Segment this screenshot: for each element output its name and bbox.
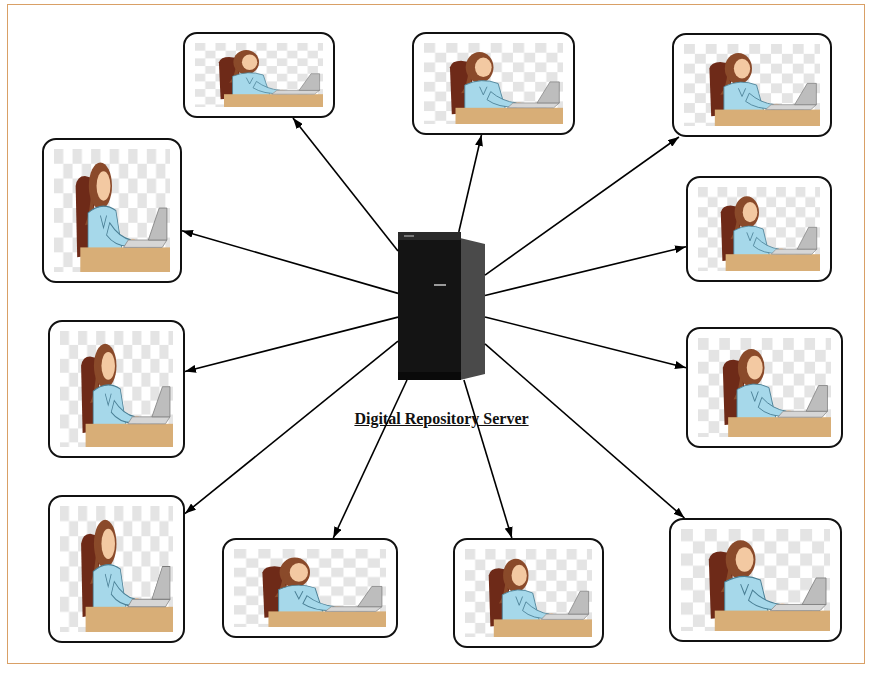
- user-box: [453, 538, 604, 648]
- user-box: [48, 320, 185, 458]
- user-illustration: [234, 549, 386, 627]
- connector-arrow: [182, 231, 398, 294]
- user-illustration: [465, 549, 592, 637]
- user-illustration: [60, 331, 173, 447]
- server-node: Digital Repository Server: [398, 232, 485, 380]
- user-illustration: [681, 529, 830, 631]
- user-illustration: [195, 43, 323, 107]
- user-illustration: [54, 149, 170, 272]
- user-illustration: [698, 338, 831, 437]
- user-box: [686, 176, 832, 282]
- server-tower: [398, 232, 485, 380]
- user-illustration: [60, 331, 173, 447]
- connector-arrow: [185, 317, 398, 371]
- user-illustration: [424, 43, 563, 124]
- user-illustration: [195, 43, 323, 107]
- user-illustration: [234, 549, 386, 627]
- user-illustration: [684, 44, 820, 126]
- connector-arrow: [333, 380, 407, 538]
- user-illustration: [698, 187, 820, 271]
- user-illustration: [681, 529, 830, 631]
- user-box: [42, 138, 182, 283]
- user-illustration: [54, 149, 170, 272]
- connector-arrow: [293, 118, 398, 251]
- user-box: [412, 32, 575, 135]
- server-tower: [398, 232, 485, 380]
- connector-arrow: [464, 380, 512, 538]
- connector-arrow: [485, 344, 684, 518]
- user-illustration: [60, 506, 173, 632]
- user-box: [48, 495, 185, 643]
- user-box: [183, 32, 335, 118]
- user-box: [669, 518, 842, 642]
- connector-arrow: [459, 135, 482, 232]
- user-illustration: [60, 506, 173, 632]
- user-illustration: [465, 549, 592, 637]
- user-illustration: [424, 43, 563, 124]
- connector-arrow: [185, 341, 398, 513]
- user-box: [672, 33, 832, 137]
- connector-arrow: [485, 317, 686, 368]
- user-illustration: [684, 44, 820, 126]
- user-box: [222, 538, 398, 638]
- user-illustration: [698, 187, 820, 271]
- user-box: [686, 327, 843, 448]
- connector-arrow: [485, 247, 686, 296]
- server-label: Digital Repository Server: [354, 410, 528, 428]
- user-illustration: [698, 338, 831, 437]
- connector-arrow: [485, 137, 679, 275]
